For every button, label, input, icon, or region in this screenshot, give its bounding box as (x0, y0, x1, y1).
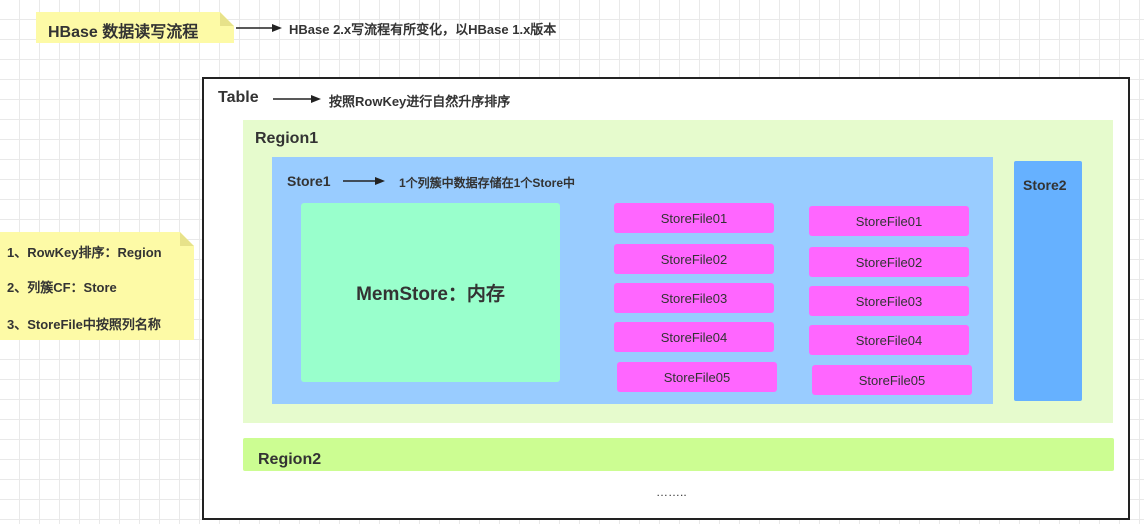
storefile-col1-3: StoreFile03 (614, 283, 774, 313)
title-comment: HBase 2.x写流程有所变化，以HBase 1.x版本 (289, 22, 557, 37)
title-note: HBase 数据读写流程 (36, 12, 234, 43)
note-fold (180, 232, 194, 246)
store1-arrow (343, 177, 385, 185)
title-note-text: HBase 数据读写流程 (48, 24, 199, 41)
title-arrow (236, 24, 282, 32)
store2-label: Store2 (1023, 177, 1067, 193)
side-note-item-2: 2、列簇CF：Store (7, 280, 117, 295)
table-arrow (273, 95, 321, 103)
side-note-item-3: 3、StoreFile中按照列名称 (7, 317, 161, 332)
store2-box (1014, 161, 1082, 401)
side-note: 1、RowKey排序：Region 2、列簇CF：Store 3、StoreFi… (0, 232, 194, 340)
storefile-col2-4: StoreFile04 (809, 325, 969, 355)
storefile-col1-2: StoreFile02 (614, 244, 774, 274)
storefile-col1-5: StoreFile05 (617, 362, 777, 392)
store1-label: Store1 (287, 173, 331, 189)
region1-label: Region1 (255, 130, 319, 147)
table-comment: 按照RowKey进行自然升序排序 (329, 94, 511, 109)
memstore-box: MemStore：内存 (301, 203, 560, 382)
region2-box (243, 438, 1114, 471)
storefile-col2-3: StoreFile03 (809, 286, 969, 316)
storefile-col2-5: StoreFile05 (812, 365, 972, 395)
table-ellipsis: …….. (656, 485, 687, 499)
side-note-item-1: 1、RowKey排序：Region (7, 245, 162, 260)
storefile-col2-1: StoreFile01 (809, 206, 969, 236)
storefile-col2-2: StoreFile02 (809, 247, 969, 277)
storefile-col1-1: StoreFile01 (614, 203, 774, 233)
region2-label: Region2 (258, 451, 322, 468)
note-fold (220, 12, 234, 26)
storefile-col1-4: StoreFile04 (614, 322, 774, 352)
store1-comment: 1个列簇中数据存储在1个Store中 (399, 176, 576, 190)
memstore-label: MemStore：内存 (356, 284, 505, 305)
table-label: Table (218, 89, 259, 106)
